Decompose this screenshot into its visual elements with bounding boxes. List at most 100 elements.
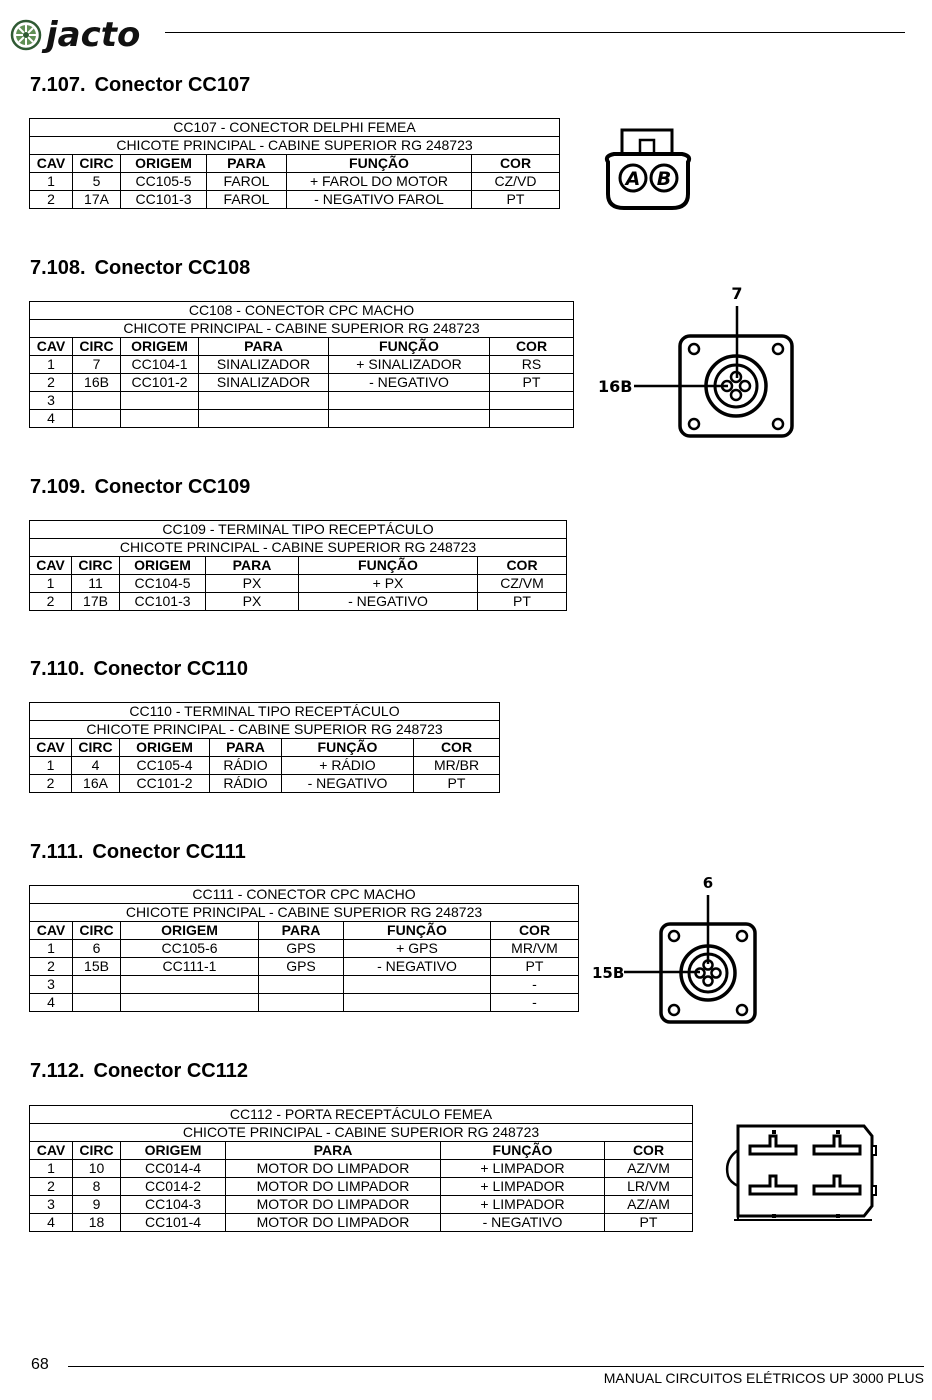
section-title-cc112: 7.112.Conector CC112	[30, 1060, 249, 1082]
col-header: PARA	[205, 556, 299, 575]
table-cell: + LIMPADOR	[440, 1159, 605, 1178]
table-cell: 4	[29, 1213, 73, 1232]
table-cell: CZ/VM	[477, 574, 567, 593]
table-cell: RÁDIO	[209, 774, 282, 793]
page-number: 68	[31, 1356, 49, 1373]
col-header: FUNÇÃO	[286, 154, 472, 173]
table-subcaption: CHICOTE PRINCIPAL - CABINE SUPERIOR RG 2…	[29, 1123, 693, 1142]
table-cell: 10	[72, 1159, 121, 1178]
table-cell: 7	[72, 355, 121, 374]
jacto-logo: jacto	[10, 15, 140, 54]
table-cell: + FAROL DO MOTOR	[286, 172, 472, 191]
table-cell: PT	[471, 190, 560, 209]
col-header: COR	[489, 337, 574, 356]
col-header: FUNÇÃO	[328, 337, 490, 356]
table-cell	[198, 409, 329, 428]
table-cc108: CC108 - CONECTOR CPC MACHO CHICOTE PRINC…	[29, 301, 574, 428]
col-header: FUNÇÃO	[281, 738, 414, 757]
table-cell: - NEGATIVO	[440, 1213, 605, 1232]
table-cell: 4	[71, 756, 120, 775]
table-cell: PT	[413, 774, 500, 793]
table-cell: AZ/AM	[604, 1195, 693, 1214]
col-header: CIRC	[72, 154, 121, 173]
table-subcaption: CHICOTE PRINCIPAL - CABINE SUPERIOR RG 2…	[29, 136, 560, 155]
table-cell: CC105-5	[120, 172, 207, 191]
table-cell: 1	[29, 1159, 73, 1178]
table-cell: - NEGATIVO	[281, 774, 414, 793]
table-cell: SINALIZADOR	[198, 355, 329, 374]
table-cell: - NEGATIVO	[328, 373, 490, 392]
table-cell: CC101-3	[119, 592, 206, 611]
table-cell: -	[490, 993, 579, 1012]
table-cell: CC105-6	[120, 939, 259, 958]
table-cell: CC101-4	[120, 1213, 226, 1232]
table-cell: 16A	[71, 774, 120, 793]
table-cell: 1	[29, 172, 73, 191]
col-header: COR	[413, 738, 500, 757]
table-caption: CC111 - CONECTOR CPC MACHO	[29, 885, 579, 904]
header-rule	[165, 32, 905, 33]
table-cell	[343, 975, 491, 994]
table-cell	[72, 993, 121, 1012]
col-header: CIRC	[72, 1141, 121, 1160]
section-title-cc110: 7.110.Conector CC110	[30, 658, 249, 680]
col-header: ORIGEM	[120, 1141, 226, 1160]
table-cell: 3	[29, 975, 73, 994]
table-cc111: CC111 - CONECTOR CPC MACHO CHICOTE PRINC…	[29, 885, 579, 1012]
table-cell: 2	[29, 1177, 73, 1196]
jacto-wordmark: jacto	[41, 15, 140, 54]
table-cell: PX	[205, 592, 299, 611]
table-cell: MOTOR DO LIMPADOR	[225, 1159, 441, 1178]
table-cell	[72, 391, 121, 410]
table-cc112: CC112 - PORTA RECEPTÁCULO FEMEA CHICOTE …	[29, 1105, 693, 1232]
col-header: PARA	[258, 921, 344, 940]
table-cell	[120, 975, 259, 994]
connector-cc112-diagram	[725, 1124, 877, 1221]
table-cell: MOTOR DO LIMPADOR	[225, 1195, 441, 1214]
col-header: ORIGEM	[120, 154, 207, 173]
table-cell: 5	[72, 172, 121, 191]
table-row: 4	[29, 409, 574, 428]
table-cell: FAROL	[206, 190, 287, 209]
col-header: COR	[477, 556, 567, 575]
table-cc107: CC107 - CONECTOR DELPHI FEMEA CHICOTE PR…	[29, 118, 560, 209]
col-header: FUNÇÃO	[343, 921, 491, 940]
table-cell: RS	[489, 355, 574, 374]
col-header: CAV	[29, 738, 72, 757]
col-header: PARA	[209, 738, 282, 757]
table-cell: 4	[29, 993, 73, 1012]
table-cell	[489, 391, 574, 410]
table-cell: LR/VM	[604, 1177, 693, 1196]
footer-rule	[68, 1366, 924, 1367]
pin-callout-label: 7	[731, 284, 742, 303]
table-cell: CC111-1	[120, 957, 259, 976]
table-cell: 16B	[72, 373, 121, 392]
table-cell: CC101-2	[120, 373, 199, 392]
col-header: COR	[490, 921, 579, 940]
table-subcaption: CHICOTE PRINCIPAL - CABINE SUPERIOR RG 2…	[29, 319, 574, 338]
table-cell: CC014-4	[120, 1159, 226, 1178]
table-cell: 6	[72, 939, 121, 958]
table-cell: - NEGATIVO	[343, 957, 491, 976]
table-cell: PT	[604, 1213, 693, 1232]
table-cell	[198, 391, 329, 410]
connector-cc111-diagram: 6 15B	[592, 874, 757, 1024]
table-cell: PT	[490, 957, 579, 976]
connector-cc108-diagram: 7 16B	[598, 284, 794, 438]
table-cell: 2	[29, 957, 73, 976]
col-header: CIRC	[72, 337, 121, 356]
table-cell: CZ/VD	[471, 172, 560, 191]
manual-title: MANUAL CIRCUITOS ELÉTRICOS UP 3000 PLUS	[603, 1370, 924, 1386]
table-cell: 15B	[72, 957, 121, 976]
table-cc110: CC110 - TERMINAL TIPO RECEPTÁCULO CHICOT…	[29, 702, 500, 793]
connector-cc107-diagram: A B	[604, 128, 692, 210]
